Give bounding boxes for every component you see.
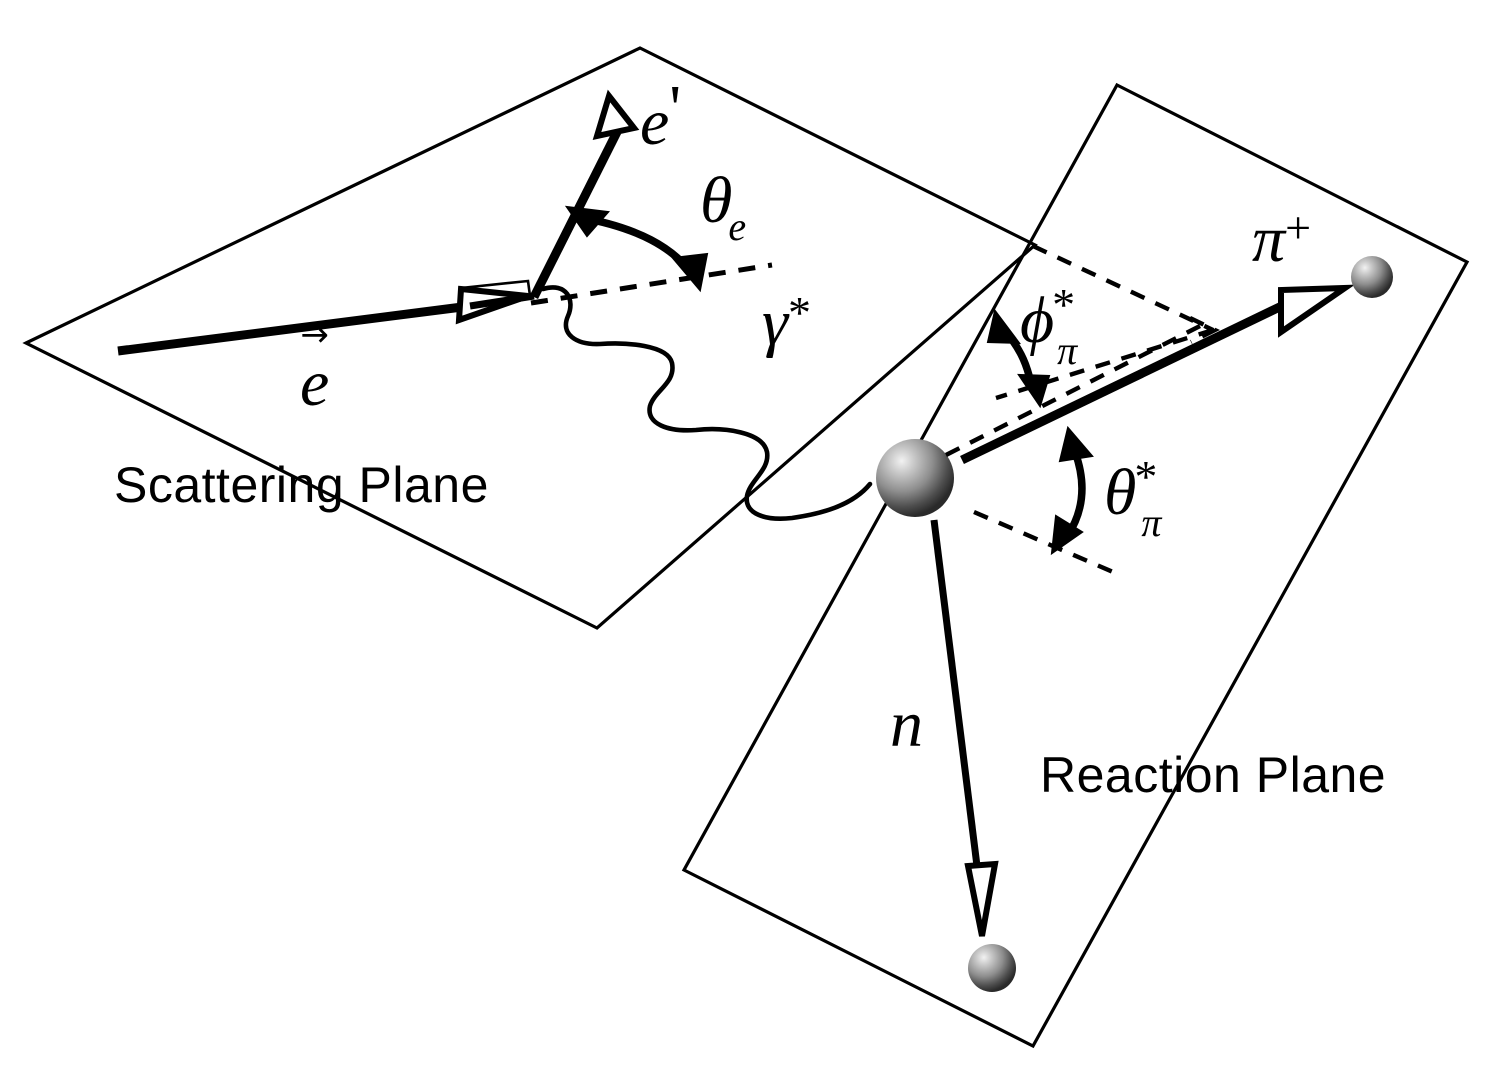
phi-symbol: ϕ <box>1020 284 1055 357</box>
theta-e-label: θe <box>700 168 750 247</box>
incident-electron-symbol: e <box>300 347 330 420</box>
scattered-electron-vector <box>529 89 640 300</box>
scattering-plane-label: Scattering Plane <box>114 457 489 513</box>
phi-star-mark: * <box>1052 279 1076 330</box>
pion-label: π+ <box>1252 205 1311 273</box>
theta-pi-reference-dashed-line <box>973 509 1114 575</box>
theta-star-mark: * <box>1134 451 1158 502</box>
theta-pi-label: θ*π <box>1104 454 1179 543</box>
vector-accent-icon: → <box>300 315 329 355</box>
reaction-plane-label: Reaction Plane <box>1040 747 1387 803</box>
virtual-photon-wavy-line <box>540 285 873 521</box>
neutron-label: n <box>890 692 923 758</box>
theta-pi-symbol: θ <box>1104 456 1137 529</box>
q-axis-dashed-line <box>945 324 1201 457</box>
theta-pi-subscript: π <box>1141 500 1162 545</box>
virtual-photon-label: γ* <box>762 290 811 356</box>
incident-electron-label: → e <box>300 315 330 422</box>
pion-vector <box>960 284 1356 465</box>
phi-pi-angle-arc <box>986 308 1051 409</box>
gamma-symbol: γ <box>762 286 789 359</box>
pion-charge-mark: + <box>1285 202 1312 253</box>
neutron-vector <box>930 519 999 937</box>
theta-e-subscript: e <box>728 204 747 249</box>
phi-pi-label: ϕ*π <box>1020 282 1097 371</box>
incident-electron-vector <box>117 279 535 356</box>
theta-pi-angle-arc <box>1050 425 1094 556</box>
star-mark: * <box>788 287 812 338</box>
phi-pi-subscript: π <box>1057 328 1078 373</box>
theta-symbol: θ <box>700 164 733 237</box>
pion-symbol: π <box>1252 203 1286 276</box>
scattered-electron-label: e' <box>640 72 682 159</box>
neutron-sphere <box>968 944 1016 992</box>
theta-e-angle-arc <box>564 205 709 293</box>
target-proton-sphere <box>876 439 954 517</box>
reaction-plane-outline <box>681 82 1470 1049</box>
neutron-symbol: n <box>890 688 923 761</box>
prime-mark: ' <box>669 72 682 145</box>
scattering-plane-outline <box>22 46 1038 630</box>
pion-sphere <box>1351 256 1393 298</box>
